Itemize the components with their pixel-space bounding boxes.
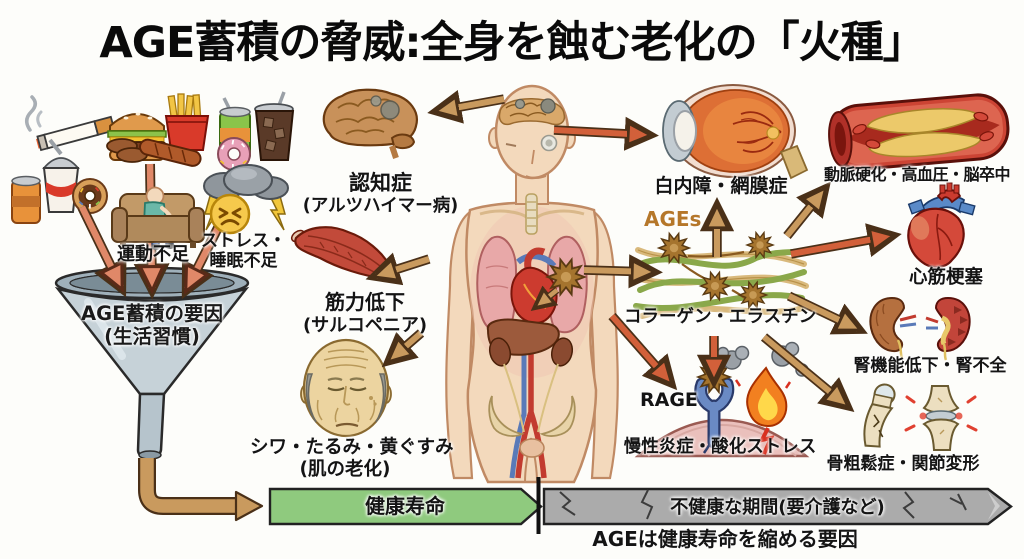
heart-icon (907, 182, 976, 269)
unhealthy-period-bar (542, 487, 1013, 526)
stress-storm-icon (203, 164, 289, 235)
stressed-face-icon (209, 193, 251, 235)
connection-arrows (365, 90, 902, 412)
funnel-label: AGE蓄積の要因 (生活習慣) (81, 302, 223, 348)
brain-icon (322, 88, 418, 159)
sugary-drinks-icon (217, 91, 295, 171)
fast-food-icon (106, 93, 210, 167)
inflammation-label: 慢性炎症・酸化ストレス (623, 437, 817, 457)
healthy-lifespan-bar (268, 487, 543, 526)
funnel-icon (54, 266, 250, 460)
flame-icon (746, 366, 788, 428)
timeline-bar (268, 477, 1013, 534)
bone-disease-label: 骨粗鬆症・関節変形 (826, 454, 980, 474)
timeline-caption: AGEは健康寿命を縮める要因 (592, 527, 858, 551)
infographic-title: AGE蓄積の脅威:全身を蝕む老化の「火種」 (99, 18, 925, 68)
eye-anatomy-icon (662, 84, 809, 180)
skin-aging-label: シワ・たるみ・黄ぐすみ (肌の老化) (250, 437, 454, 480)
lightning-icon (268, 195, 286, 231)
muscle-label: 筋力低下 (サルコペニア) (302, 290, 428, 336)
knee-joint-icon (904, 385, 978, 451)
soda-cup-icon (42, 138, 80, 213)
ages-molecule-icon (699, 271, 731, 301)
orange-can-icon (11, 175, 41, 224)
donut-pink-icon (217, 137, 251, 171)
human-body-illustration (445, 84, 619, 484)
soda-donut-icon (11, 138, 108, 224)
donut-chocolate-icon (72, 178, 108, 214)
ages-label: AGEs (644, 207, 702, 231)
sausage-icon (138, 138, 202, 167)
artery-disease-label: 動脈硬化・高血圧・脳卒中 (823, 165, 1011, 184)
funnel-to-timeline-arrow (138, 458, 264, 522)
kidneys-icon (869, 296, 971, 361)
cigarette-icon (25, 95, 116, 152)
heart-disease-label: 心筋梗塞 (908, 267, 983, 288)
eye-disease-label: 白内障・網膜症 (654, 175, 788, 197)
bones-joint-icon (863, 383, 978, 451)
french-fries-icon (164, 93, 210, 151)
unhealthy-period-label: 不健康な期間(要介護など) (670, 497, 885, 518)
femur-bone-icon (863, 383, 896, 448)
stress-label: ストレス・ 睡眠不足 (201, 231, 286, 272)
artery-icon (828, 93, 1010, 171)
exercise-label: 運動不足 (117, 244, 189, 265)
kidney-disease-label: 腎機能低下・腎不全 (853, 356, 1007, 376)
rage-label: RAGE (640, 389, 698, 411)
dementia-label: 認知症 (アルツハイマー病) (302, 171, 459, 216)
cola-cup-icon (254, 91, 295, 161)
crack-icon (758, 427, 775, 455)
aged-face-icon (300, 338, 392, 438)
healthy-lifespan-label: 健康寿命 (365, 494, 445, 518)
meat-patties-icon (106, 138, 148, 163)
timeline-divider (536, 477, 541, 534)
collagen-label: コラーゲン・エラスチン (624, 307, 817, 327)
couch-potato-icon (111, 186, 205, 250)
